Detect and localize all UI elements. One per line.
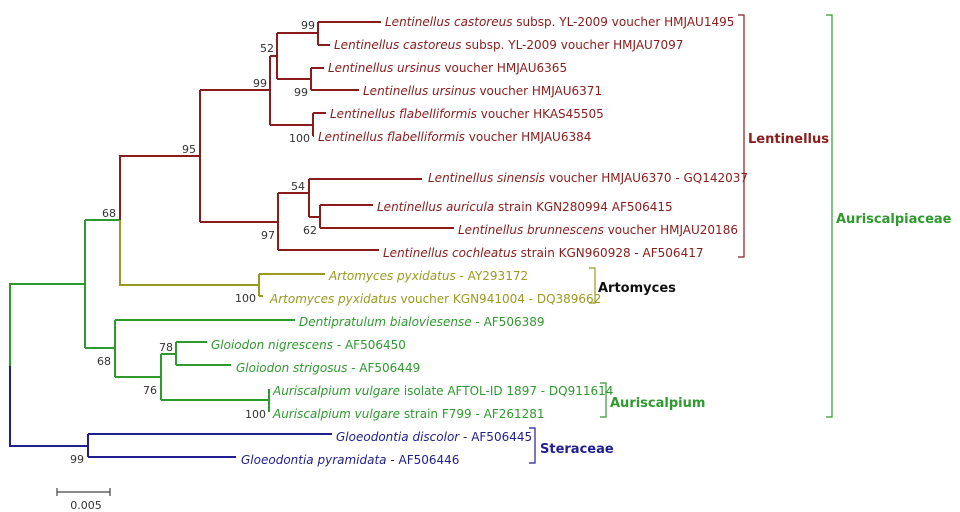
taxon-label: Auriscalpium vulgare strain F799 - AF261… — [272, 407, 545, 421]
bracket-auriscalpium — [600, 382, 607, 418]
support-value: 62 — [303, 224, 317, 237]
taxon-label: Dentipratulum bialoviesense - AF506389 — [299, 315, 545, 329]
taxon-label: Lentinellus cochleatus strain KGN960928 … — [383, 246, 703, 260]
taxon-label: Auriscalpium vulgare isolate AFTOL-ID 18… — [272, 384, 613, 398]
taxon-label: Lentinellus ursinus voucher HMJAU6365 — [328, 61, 567, 75]
support-value: 99 — [253, 77, 267, 90]
branch-steraceae — [9, 366, 332, 458]
support-value: 97 — [261, 229, 275, 242]
clade-brackets: Lentinellus Auriscalpiaceae Artomyces Au… — [529, 14, 952, 464]
bracket-lentinellus — [738, 14, 745, 258]
support-value: 68 — [97, 355, 111, 368]
support-value: 100 — [235, 292, 256, 305]
support-value: 99 — [301, 19, 315, 32]
support-value: 52 — [260, 42, 274, 55]
clade-label-auriscalpium: Auriscalpium — [610, 396, 705, 411]
branch-root-ingroup — [9, 219, 120, 366]
support-value: 76 — [143, 384, 157, 397]
taxon-label: Lentinellus brunnescens voucher HMJAU201… — [458, 223, 738, 237]
bracket-auriscalpiaceae — [826, 14, 833, 418]
bootstrap-values: 99 52 99 99 100 95 54 62 97 68 100 68 78… — [70, 19, 317, 466]
taxon-label: Artomyces pyxidatus voucher KGN941004 - … — [269, 292, 601, 306]
support-value: 95 — [182, 143, 196, 156]
taxon-label: Artomyces pyxidatus - AY293172 — [328, 269, 528, 283]
bracket-artomyces — [589, 267, 596, 304]
clade-label-steraceae: Steraceae — [540, 442, 614, 457]
scale-bar-line — [56, 488, 111, 496]
taxon-label: Gloeodontia pyramidata - AF506446 — [241, 453, 459, 467]
support-value: 99 — [294, 86, 308, 99]
taxon-label: Gloiodon strigosus - AF506449 — [236, 361, 420, 375]
support-value: 100 — [245, 408, 266, 421]
taxon-label: Lentinellus castoreus subsp. YL-2009 vou… — [385, 15, 734, 29]
branch-lentinellus — [119, 21, 454, 251]
support-value: 100 — [289, 132, 310, 145]
scale-bar-label: 0.005 — [70, 499, 102, 512]
scale-bar: 0.005 — [56, 488, 111, 512]
taxon-label: Lentinellus castoreus subsp. YL-2009 vou… — [334, 38, 683, 52]
clade-label-artomyces: Artomyces — [598, 281, 676, 296]
taxon-label: Lentinellus flabelliformis voucher HKAS4… — [330, 107, 604, 121]
taxon-label: Gloiodon nigrescens - AF506450 — [211, 338, 406, 352]
taxon-labels: Lentinellus castoreus subsp. YL-2009 vou… — [211, 15, 748, 467]
tree-branches — [9, 21, 454, 458]
taxon-label: Gloeodontia discolor - AF506445 — [336, 430, 532, 444]
clade-label-auriscalpiaceae: Auriscalpiaceae — [836, 212, 952, 227]
support-value: 68 — [102, 207, 116, 220]
support-value: 54 — [291, 180, 305, 193]
branch-artomyces — [119, 220, 325, 297]
clade-label-lentinellus: Lentinellus — [748, 132, 829, 147]
branch-auriscalpium-gloiodon — [114, 319, 295, 412]
taxon-label: Lentinellus auricula strain KGN280994 AF… — [377, 200, 673, 214]
taxon-label: Lentinellus sinensis voucher HMJAU6370 -… — [428, 171, 748, 185]
bracket-steraceae — [529, 427, 536, 464]
support-value: 99 — [70, 453, 84, 466]
support-value: 78 — [159, 341, 173, 354]
taxon-label: Lentinellus flabelliformis voucher HMJAU… — [318, 130, 591, 144]
taxon-label: Lentinellus ursinus voucher HMJAU6371 — [363, 84, 602, 98]
